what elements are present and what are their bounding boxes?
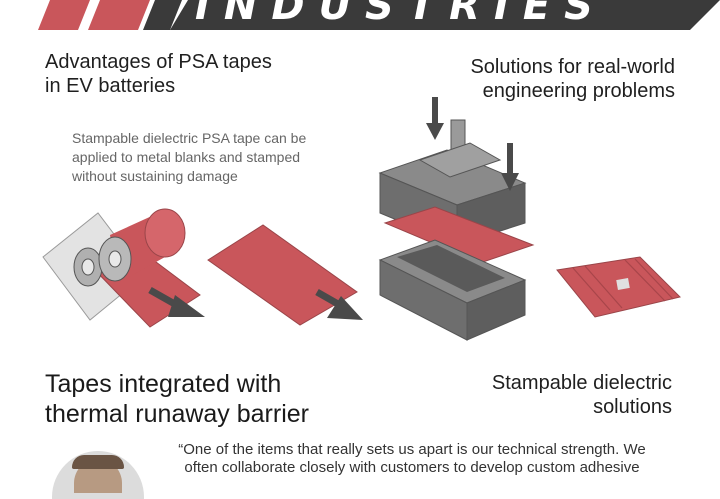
tape-roll-top-icon: [144, 208, 186, 258]
arrow-right-down-icon: [148, 286, 205, 317]
brand-wordmark: INDUSTRIES: [195, 0, 607, 29]
advantages-description: Stampable dielectric PSA tape can be app…: [72, 129, 306, 186]
stamped-part-illustration: [556, 256, 681, 318]
logo-stripe-1-icon: [38, 0, 90, 30]
arrow-right-down-icon-2: [315, 288, 363, 320]
header-banner: INDUSTRIES: [0, 0, 720, 30]
avatar-hair-icon: [72, 455, 124, 469]
taped-blank-icon: [207, 224, 358, 326]
tape-roll-core-icon: [108, 250, 122, 268]
tape-roll-illustration: [42, 208, 205, 328]
logo-stripe-3-icon: [143, 0, 182, 30]
banner-graphic: [38, 0, 720, 30]
integrated-title: Tapes integrated with thermal runaway ba…: [45, 369, 309, 429]
testimonial-quote: “One of the items that really sets us ap…: [147, 441, 677, 477]
avatar: [52, 451, 144, 499]
part-crease-2: [584, 265, 623, 309]
advantages-desc-line1: Stampable dielectric PSA tape can be: [72, 130, 307, 146]
advantages-title: Advantages of PSA tapes in EV batteries: [45, 50, 272, 98]
lower-die-right-icon: [466, 279, 526, 341]
tape-blank-illustration: [207, 224, 363, 326]
part-crease-3: [624, 259, 666, 302]
advantages-title-line1: Advantages of PSA tapes: [45, 51, 272, 73]
banner-bar: [170, 0, 720, 30]
stamping-press-illustration: [378, 97, 535, 341]
lower-die-cavity-icon: [397, 245, 505, 292]
stampable-title-line2: solutions: [593, 396, 672, 418]
arrow-down-icon-left: [426, 97, 444, 140]
solutions-title-line1: Solutions for real-world: [470, 56, 675, 78]
integrated-title-line1: Tapes integrated with: [45, 370, 282, 398]
advantages-title-line2: in EV batteries: [45, 75, 176, 97]
part-crease-1: [572, 267, 611, 311]
advantages-desc-line2: applied to metal blanks and stamped: [72, 149, 301, 165]
press-plate-icon: [418, 142, 502, 178]
quote-line2: often collaborate closely with customers…: [184, 459, 640, 476]
stampable-title-line1: Stampable dielectric: [491, 372, 672, 394]
solutions-title: Solutions for real-world engineering pro…: [470, 55, 675, 103]
arrow-down-icon-right: [501, 143, 519, 191]
stampable-title: Stampable dielectric solutions: [492, 371, 672, 419]
solutions-title-line2: engineering problems: [482, 80, 675, 102]
small-roll-core-icon: [81, 258, 95, 276]
quote-line1: “One of the items that really sets us ap…: [178, 441, 646, 458]
logo-stripe-2-icon: [88, 0, 150, 30]
advantages-desc-line3: without sustaining damage: [72, 168, 238, 184]
part-crease-4: [634, 258, 674, 300]
integrated-title-line2: thermal runaway barrier: [45, 400, 309, 428]
part-cutout-icon: [616, 278, 630, 290]
